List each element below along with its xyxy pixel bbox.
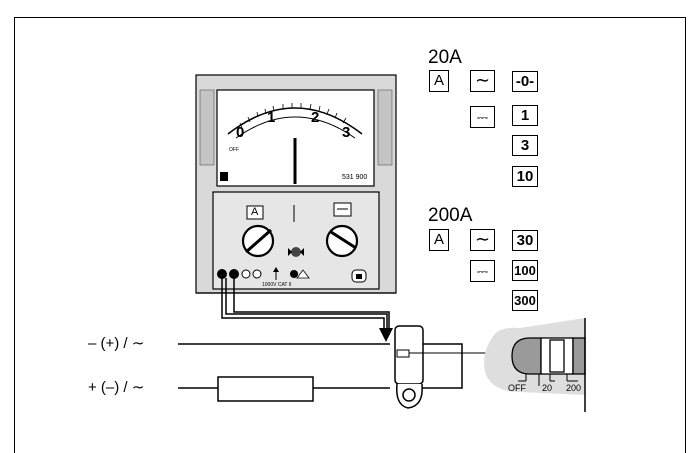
lead-2 <box>233 278 390 335</box>
socket-4 <box>252 269 262 279</box>
range-20a-value-3: 3 <box>512 135 538 156</box>
lead-1 <box>221 278 385 335</box>
switch-pos-20: 20 <box>542 383 553 393</box>
range-200a-value-30: 30 <box>512 230 538 251</box>
terminal-rating-label: 1000V CAT II <box>262 282 292 288</box>
meter-side-left <box>199 89 215 166</box>
lead-1b <box>225 278 388 335</box>
switch-knob <box>511 337 542 375</box>
range-20a-unit-box: A <box>429 70 449 92</box>
range-selector-pointer <box>245 228 272 254</box>
range-20a-dc-box: ⎓ <box>470 106 495 128</box>
meter-logo-mark <box>220 172 228 181</box>
range-20a-header: 20A <box>428 47 462 68</box>
switch-pos-off: OFF <box>508 383 526 393</box>
range-20a-value-1: 1 <box>512 105 538 126</box>
meter-scale-ticks <box>239 103 347 129</box>
function-selector-knob <box>325 224 359 258</box>
range-200a-ac-box: ∼ <box>470 229 495 251</box>
range-20a-ac-box: ∼ <box>470 70 495 92</box>
load-resistor <box>217 376 314 402</box>
meter-scale-outer-arc <box>227 107 363 135</box>
clamp-window <box>396 349 410 358</box>
upper-wire-label: – (+) / ∼ <box>88 335 145 352</box>
meter-model-label: 531 900 <box>342 174 368 181</box>
meter-side-right <box>377 89 393 166</box>
meter-scale-inner-arc <box>235 116 356 139</box>
range-200a-dc-box: ⎓ <box>470 260 495 282</box>
function-selector-pointer <box>330 230 357 250</box>
scale-tick-3: 3 <box>342 124 351 141</box>
zero-adjust-screw <box>291 247 301 257</box>
lead-arrow <box>379 328 393 342</box>
lower-wire-label: + (–) / ∼ <box>88 379 145 396</box>
range-200a-value-300: 300 <box>512 290 538 311</box>
socket-3 <box>241 269 251 279</box>
selector-unit-box <box>246 205 264 220</box>
range-20a-value-10: 10 <box>512 166 538 187</box>
socket-2 <box>229 269 239 279</box>
diagram-frame <box>14 17 686 453</box>
range-200a-unit-box: A <box>429 229 449 251</box>
range-200a-header: 200A <box>428 205 473 226</box>
return-wire <box>420 343 463 389</box>
meter-off-label: OFF <box>229 147 239 153</box>
scale-tick-1: 1 <box>267 109 276 126</box>
range-200a-value-100: 100 <box>512 260 538 281</box>
socket-5 <box>290 270 298 278</box>
socket-1 <box>217 269 227 279</box>
scale-tick-2: 2 <box>311 109 320 126</box>
switch-pos-200: 200 <box>566 383 582 393</box>
scale-tick-0: 0 <box>236 124 245 141</box>
selector-unit-label: A <box>251 206 259 218</box>
range-20a-value-0: -0- <box>512 71 538 92</box>
